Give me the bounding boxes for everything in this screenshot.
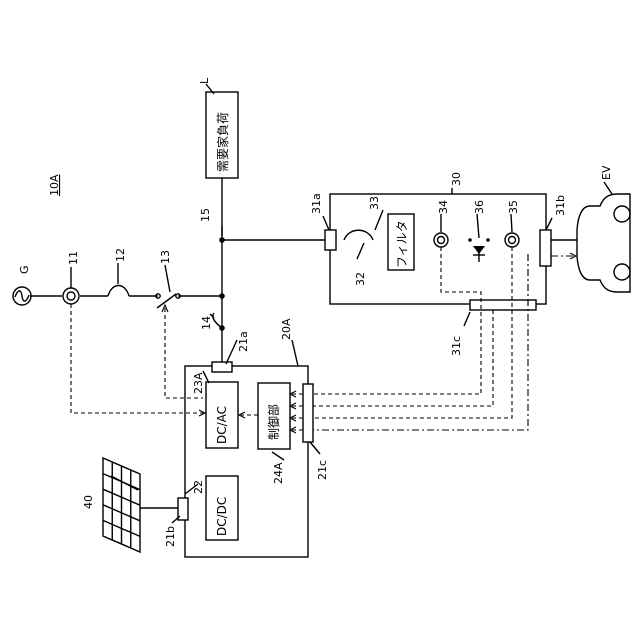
connector-21c xyxy=(303,384,313,442)
label-32: 32 xyxy=(354,272,367,286)
ev-car-icon xyxy=(577,194,630,292)
label-EV: EV xyxy=(600,165,613,180)
filter-text: フィルタ xyxy=(395,220,409,268)
load-text: 需要家負荷 xyxy=(215,112,230,172)
label-21a: 21a xyxy=(237,331,250,352)
current-sensor-11 xyxy=(63,288,79,304)
label-12: 12 xyxy=(114,248,127,262)
label-36: 36 xyxy=(473,200,486,214)
label-40: 40 xyxy=(82,495,95,509)
connector-31c xyxy=(470,300,536,310)
figure-id-label: 10A xyxy=(48,174,61,196)
label-G: G xyxy=(18,265,31,274)
label-34: 34 xyxy=(437,200,450,214)
label-14: 14 xyxy=(200,316,213,330)
label-21c: 21c xyxy=(316,460,329,480)
junction-15 xyxy=(219,237,225,243)
label-30: 30 xyxy=(450,172,463,186)
label-33: 33 xyxy=(368,196,381,210)
connector-31b xyxy=(540,230,551,266)
label-22: 22 xyxy=(192,480,205,494)
label-31c: 31c xyxy=(450,336,463,356)
label-20A: 20A xyxy=(280,318,293,340)
breaker-12-icon xyxy=(108,286,129,297)
label-21b: 21b xyxy=(164,526,177,547)
connector-31a xyxy=(325,230,336,250)
label-15: 15 xyxy=(199,208,212,222)
switch-13-icon xyxy=(156,294,180,308)
dcdc-text: DC/DC xyxy=(215,497,229,536)
control-text: 制御部 xyxy=(266,404,281,440)
junction-grid xyxy=(219,293,225,299)
label-11: 11 xyxy=(67,251,80,265)
pv-panel-icon xyxy=(103,458,140,552)
label-31a: 31a xyxy=(310,193,323,214)
label-L: L xyxy=(198,77,211,84)
label-35: 35 xyxy=(507,200,520,214)
grid-source-icon xyxy=(13,287,31,305)
connector-21a xyxy=(212,362,232,372)
label-23A: 23A xyxy=(192,372,205,394)
label-24A: 24A xyxy=(272,462,285,484)
label-31b: 31b xyxy=(554,195,567,216)
label-13: 13 xyxy=(159,250,172,264)
dcac-text: DC/AC xyxy=(215,406,229,444)
